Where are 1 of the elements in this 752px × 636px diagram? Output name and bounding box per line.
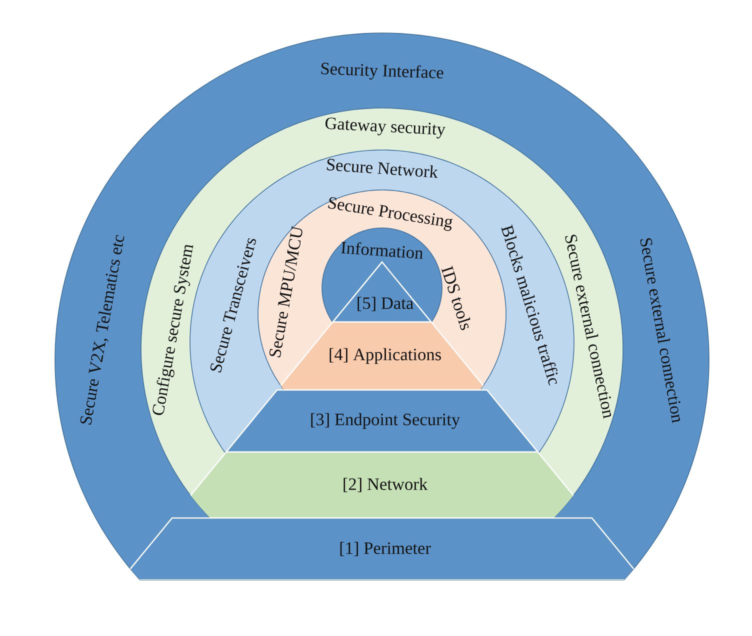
node-label: [1] Perimeter <box>340 542 431 556</box>
